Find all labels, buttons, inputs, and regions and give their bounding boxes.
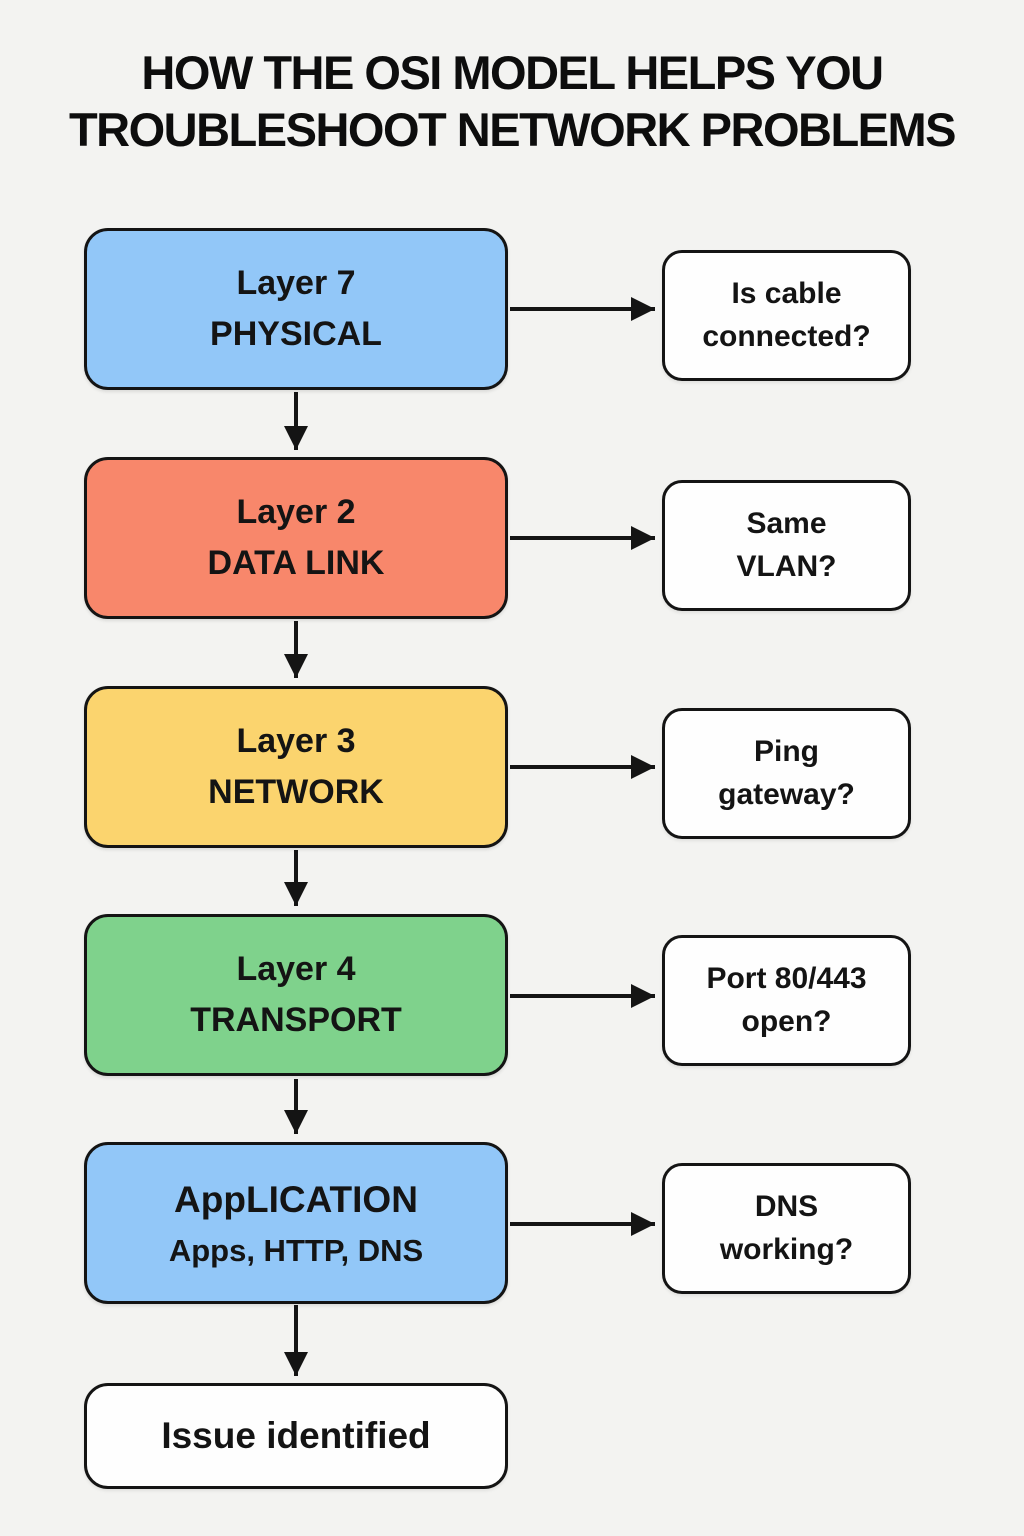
question-text: Ping gateway? xyxy=(718,734,855,811)
layer-name: Layer 2 xyxy=(236,493,356,531)
issue-identified-label: Issue identified xyxy=(161,1415,431,1456)
layer-box-network: Layer 3 NETWORK xyxy=(84,686,508,848)
question-box-cable-connected: Is cable connected? xyxy=(662,250,911,381)
issue-identified-box: Issue identified xyxy=(84,1383,508,1489)
layer-sublabel: PHYSICAL xyxy=(210,315,382,353)
question-box-ping-gateway: Ping gateway? xyxy=(662,708,911,839)
question-box-dns-working: DNS working? xyxy=(662,1163,911,1294)
question-text: Is cable connected? xyxy=(702,276,871,353)
layer-box-data-link: Layer 2 DATA LINK xyxy=(84,457,508,619)
layer-box-application: AppLICATION Apps, HTTP, DNS xyxy=(84,1142,508,1304)
question-box-port-open: Port 80/443 open? xyxy=(662,935,911,1066)
question-text: Port 80/443 open? xyxy=(706,961,867,1038)
layer-box-transport: Layer 4 TRANSPORT xyxy=(84,914,508,1076)
layer-sublabel: Apps, HTTP, DNS xyxy=(168,1232,424,1268)
page-title-line2: TROUBLESHOOT NETWORK PROBLEMS xyxy=(68,103,957,157)
page-title: HOW THE OSI MODEL HELPS YOU TROUBLESHOOT… xyxy=(0,44,1024,159)
layer-sublabel: NETWORK xyxy=(208,773,384,811)
question-box-same-vlan: Same VLAN? xyxy=(662,480,911,611)
layer-name: Layer 7 xyxy=(236,264,356,302)
layer-sublabel: DATA LINK xyxy=(207,544,385,582)
layer-name: AppLICATION xyxy=(174,1179,418,1220)
layer-sublabel: TRANSPORT xyxy=(190,1001,402,1039)
layer-box-physical: Layer 7 PHYSICAL xyxy=(84,228,508,390)
layer-name: Layer 4 xyxy=(236,950,356,988)
page-title-line1: HOW THE OSI MODEL HELPS YOU xyxy=(141,46,884,99)
question-text: DNS working? xyxy=(719,1189,854,1266)
layer-name: Layer 3 xyxy=(236,722,356,760)
question-text: Same VLAN? xyxy=(736,506,837,583)
